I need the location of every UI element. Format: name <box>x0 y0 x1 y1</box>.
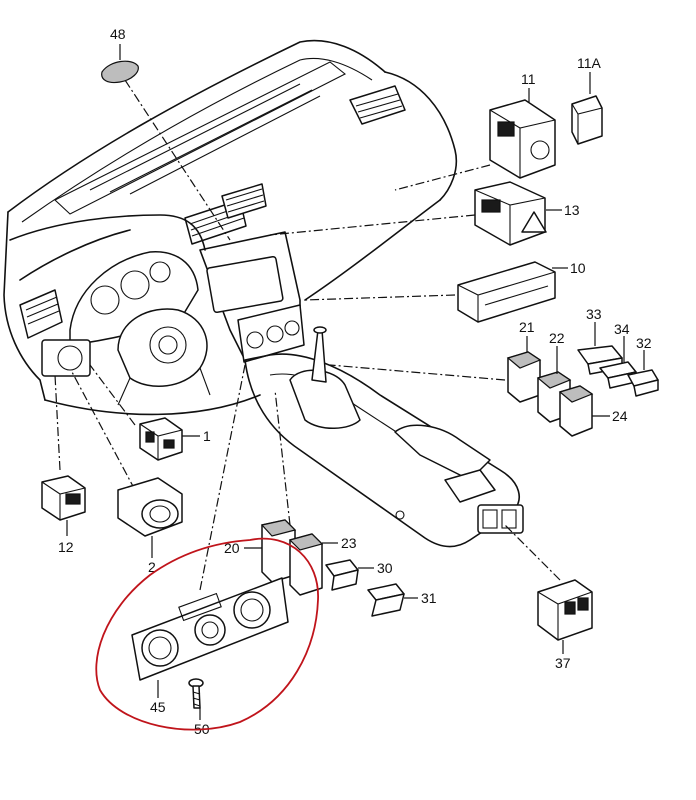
part-50-screw <box>188 678 204 709</box>
part-31-blank-cover <box>367 583 405 617</box>
part-12-switch <box>41 475 86 521</box>
dashboard-illustration <box>3 39 458 416</box>
part-1-switch <box>139 417 183 461</box>
part-30-blank-cover <box>325 559 359 591</box>
part-48-cover <box>101 60 139 84</box>
highlight-circle <box>95 537 319 731</box>
callout-2: 2 <box>148 559 156 575</box>
part-21-switch <box>506 351 542 403</box>
part-23-switch <box>288 533 324 596</box>
label-leaders <box>66 44 645 720</box>
callout-11a: 11A <box>577 55 602 71</box>
callout-30: 30 <box>377 560 393 576</box>
callout-10: 10 <box>570 260 586 276</box>
part-37-switch-module <box>537 579 593 641</box>
callout-23: 23 <box>341 535 357 551</box>
callout-21: 21 <box>519 319 535 335</box>
callout-37: 37 <box>555 655 571 671</box>
callout-34: 34 <box>614 321 630 337</box>
part-24-switch <box>558 385 594 437</box>
callout-45: 45 <box>150 699 166 715</box>
callout-33: 33 <box>586 306 602 322</box>
callout-31: 31 <box>421 590 437 606</box>
part-11-switch <box>489 99 556 179</box>
callout-48: 48 <box>110 26 126 42</box>
callout-1: 1 <box>203 428 211 444</box>
callout-11: 11 <box>521 71 536 87</box>
part-45-climate-control-panel <box>131 577 289 681</box>
part-11a-switch <box>571 95 603 145</box>
callout-13: 13 <box>564 202 580 218</box>
callout-24: 24 <box>612 408 628 424</box>
part-2-light-switch <box>117 477 183 537</box>
center-console-illustration <box>244 326 524 548</box>
part-20-switch <box>260 519 297 583</box>
callout-12: 12 <box>58 539 74 555</box>
callout-32: 32 <box>636 335 652 351</box>
callout-22: 22 <box>549 330 565 346</box>
part-10-switch-panel <box>457 261 556 323</box>
part-13-hazard-switch <box>474 181 547 246</box>
part-32-blank-cover <box>627 369 659 397</box>
callout-20: 20 <box>224 540 240 556</box>
leader-lines <box>54 79 561 591</box>
part-33-blank-cover <box>577 345 623 375</box>
callout-labels: 48 11 11A 13 10 21 22 33 34 32 24 1 12 2… <box>58 26 652 737</box>
